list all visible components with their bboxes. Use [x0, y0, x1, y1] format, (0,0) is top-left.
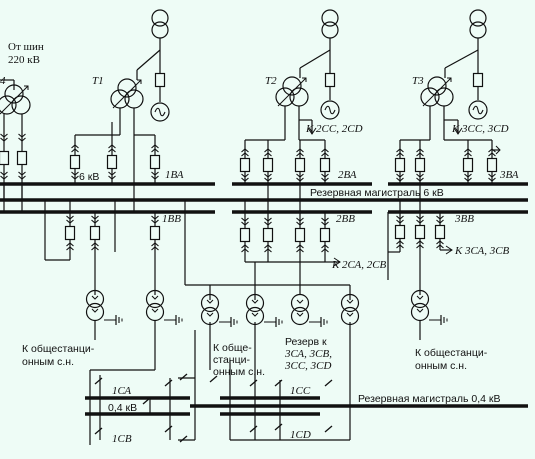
feeders-section-1bb [3, 184, 161, 295]
label-reserve-to-2: 3СА, 3СВ, [284, 348, 332, 360]
label-reserve-transformer: 4 [0, 75, 6, 87]
label-to-2ca-2cb: К 2СА, 2СВ [331, 259, 387, 271]
label-reserve-to-3: 3СС, 3СD [284, 360, 332, 372]
reserve-transformer [0, 79, 31, 200]
label-2bb: 2ВВ [336, 213, 355, 225]
label-1cc: 1СС [290, 385, 311, 397]
label-1ba: 1ВА [165, 169, 184, 181]
reserve-feeder-lines [184, 200, 351, 300]
label-3ba: 3ВА [499, 169, 519, 181]
label-general-right-2: онным с.н. [415, 360, 467, 372]
label-to-2cc-2cd: К 2СС, 2CD [305, 123, 363, 135]
label-04kv: 0,4 кВ [108, 402, 137, 414]
label-2ba: 2ВА [338, 169, 357, 181]
label-from-buses-1: От шин [8, 41, 44, 53]
label-reserve-04kv: Резервная магистраль 0,4 кВ [358, 393, 500, 405]
label-to-3ca-3cb: К 3СА, 3СВ [454, 245, 510, 257]
label-1cd: 1СD [290, 429, 311, 441]
label-6kv: 6 кВ [79, 171, 99, 183]
label-1bb: 1ВВ [162, 213, 181, 225]
unit-t3 [394, 9, 501, 212]
label-general-mid-2: станци- [213, 354, 250, 366]
unit-t2 [239, 9, 340, 212]
label-t1: T1 [92, 75, 104, 87]
label-general-mid-3: онным с.н. [213, 366, 265, 378]
label-reserve-to-1: Резерв к [285, 336, 327, 348]
label-to-3cc-3cd: К 3СС, 3CD [451, 123, 509, 135]
label-reserve-6kv: Резервная магистраль 6 кВ [310, 187, 444, 199]
label-3bb: 3ВВ [454, 213, 474, 225]
aux-transformers [85, 289, 448, 340]
label-general-right-1: К общестанци- [415, 347, 488, 359]
low-voltage-section [85, 320, 528, 445]
label-general-left-1: К общестанци- [22, 343, 95, 355]
unit-t1 [69, 9, 170, 212]
label-t3: T3 [412, 75, 424, 87]
feeders-section-2bb [239, 200, 341, 295]
label-general-mid-1: К обще- [213, 342, 252, 354]
label-from-buses-2: 220 кВ [8, 54, 40, 66]
label-t2: T2 [265, 75, 277, 87]
feeders-section-3bb [387, 200, 453, 295]
label-general-left-2: онным с.н. [22, 356, 74, 368]
label-1ca: 1СА [112, 385, 131, 397]
label-1cb: 1СВ [112, 433, 132, 445]
